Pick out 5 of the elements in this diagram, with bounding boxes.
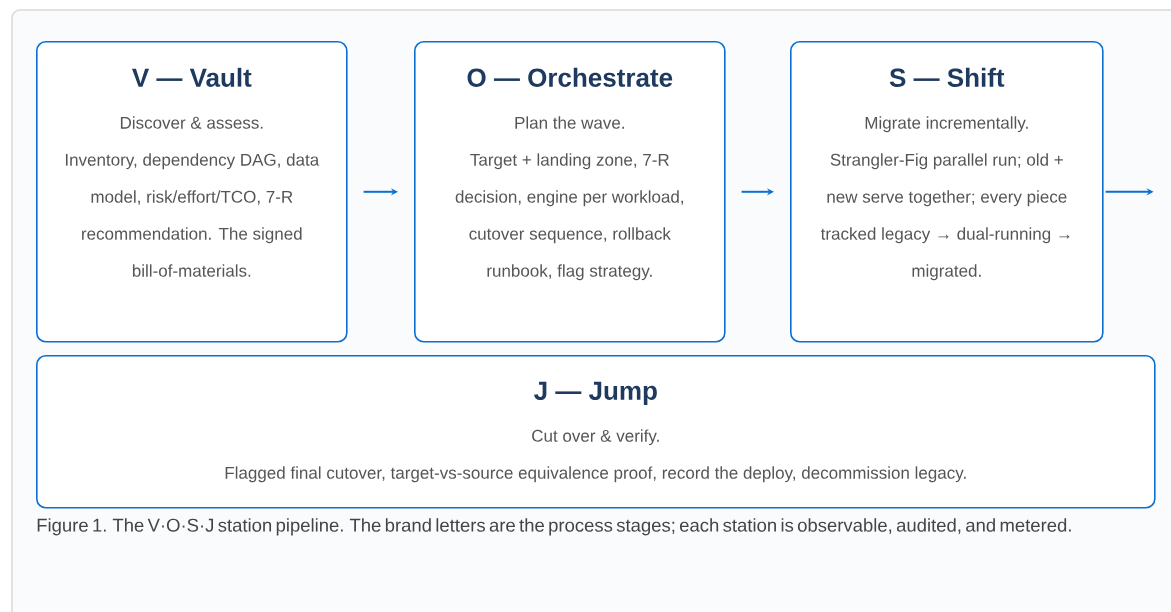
figure-caption: Figure 1. The V·O·S·J station pipeline. The brand letters are the process stages; each station is observable, audited, and metered. xyxy=(37,518,1071,536)
stage-card: J — Jump Cut over & verify. Flagged final cutover, target-vs-source equivalence proof, record the deploy, decommission legacy. xyxy=(36,355,1156,509)
stage-card: V — Vault Discover & assess. Inventory, dependency DAG, data model, risk/effort/TCO, 7-R recommendation. The signed bill-of-materials. xyxy=(36,41,348,343)
stage-card: S — Shift Migrate incrementally. Strangler-Fig parallel run; old + new serve together; every piece tracked legacy → dual-running → migrated. xyxy=(790,41,1104,343)
stage-card: O — Orchestrate Plan the wave. Target + landing zone, 7-R decision, engine per workload, cutover sequence, rollback runbook, flag strategy. xyxy=(414,41,726,343)
